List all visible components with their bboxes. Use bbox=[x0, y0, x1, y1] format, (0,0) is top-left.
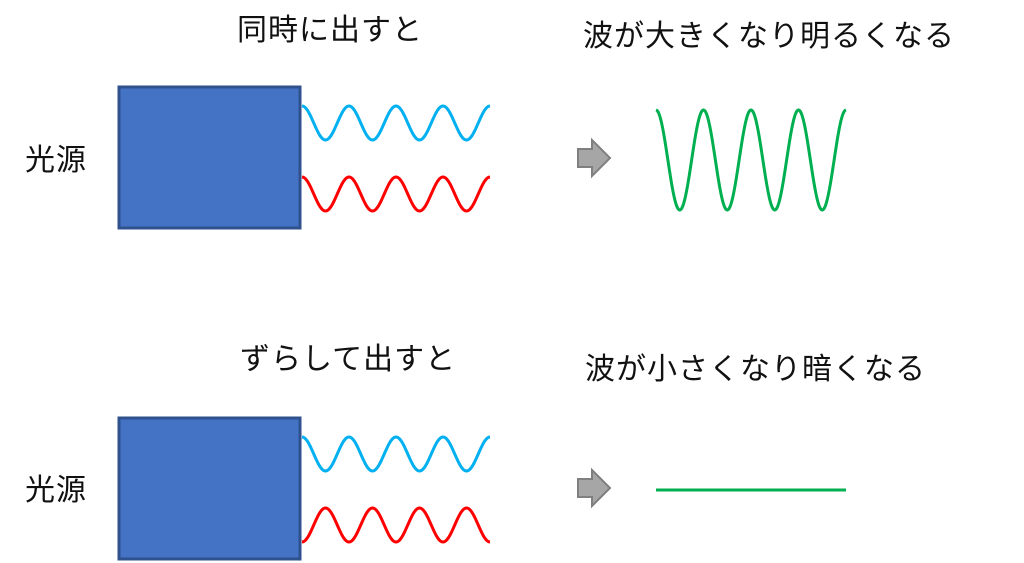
bottom-arrow-right-icon bbox=[577, 467, 612, 509]
bottom-source-label: 光源 bbox=[25, 473, 87, 508]
top-result-wave-large bbox=[655, 108, 847, 212]
top-red-wave bbox=[301, 175, 491, 213]
bottom-caption-left: ずらして出すと bbox=[240, 342, 457, 377]
top-source-label: 光源 bbox=[25, 143, 87, 178]
bottom-red-wave bbox=[301, 506, 491, 544]
top-caption-left: 同時に出すと bbox=[237, 13, 423, 48]
top-blue-wave bbox=[301, 104, 491, 142]
bottom-light-source-box bbox=[117, 416, 302, 561]
top-caption-right: 波が大きくなり明るくなる bbox=[583, 19, 955, 54]
top-arrow-right-icon bbox=[577, 137, 612, 179]
bottom-caption-right: 波が小さくなり暗くなる bbox=[585, 352, 926, 387]
top-light-source-box bbox=[117, 85, 302, 230]
bottom-blue-wave bbox=[301, 435, 491, 473]
